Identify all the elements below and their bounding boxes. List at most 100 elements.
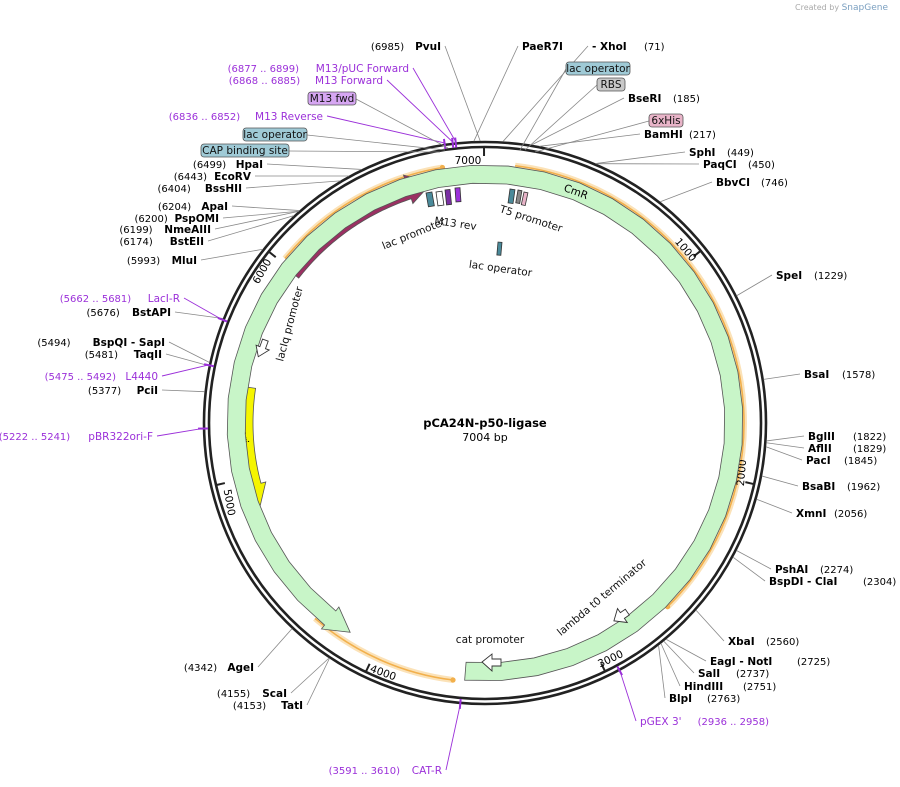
- enzyme-site[interactable]: ApaI(6204): [158, 201, 228, 213]
- enzyme-site[interactable]: XmnI(2056): [796, 508, 867, 520]
- enzyme-site[interactable]: TaqII(5481): [85, 349, 162, 361]
- enzyme-leader-line: [732, 556, 766, 582]
- snapgene-credit: Created by SnapGene: [795, 3, 888, 13]
- primer-site[interactable]: CAT-R(3591 .. 3610): [329, 765, 442, 777]
- enzyme-site[interactable]: HpaI(6499): [193, 159, 263, 171]
- feature-box[interactable]: CAP binding site: [200, 143, 290, 158]
- primer-leader-line: [161, 364, 209, 377]
- feature-box-bg: [307, 91, 357, 106]
- enzyme-site[interactable]: PaqCI(450): [703, 159, 775, 171]
- enzyme-name: ScaI: [262, 688, 287, 700]
- primer-site[interactable]: LacI-R(5662 .. 5681): [60, 293, 180, 305]
- enzyme-site[interactable]: PacI(1845): [806, 455, 877, 467]
- enzyme-leader-line: [231, 205, 300, 211]
- enzyme-site[interactable]: ScaI(4155): [217, 688, 287, 700]
- feature-leader-line: [306, 134, 446, 151]
- enzyme-leader-line: [502, 45, 589, 142]
- primer-site[interactable]: pGEX 3'(2936 .. 2958): [640, 716, 769, 728]
- primer-position: (6877 .. 6899): [228, 64, 300, 75]
- small-feature-layer: [255, 187, 630, 673]
- enzyme-site[interactable]: BamHI(217): [644, 129, 716, 141]
- enzyme-site[interactable]: BseRI(185): [628, 93, 700, 105]
- enzyme-leader-line: [595, 151, 686, 164]
- lac-operator-mark: [425, 191, 435, 208]
- inner-label-cat-promoter: cat promoter: [456, 634, 525, 646]
- tick-mark: [268, 251, 277, 258]
- enzyme-leader-line: [214, 211, 299, 230]
- feature-box[interactable]: 6xHis: [648, 113, 684, 128]
- tick-mark: [365, 663, 371, 672]
- primer-mark: [451, 137, 455, 148]
- primer-mark: [442, 138, 447, 149]
- enzyme-site[interactable]: PvuI(6985): [371, 41, 441, 53]
- feature-leader-line: [355, 98, 449, 149]
- enzyme-site[interactable]: BsaBI(1962): [802, 481, 880, 493]
- primer-name: M13/pUC Forward: [316, 63, 409, 75]
- primer-site[interactable]: L4440(5475 .. 5492): [45, 371, 158, 383]
- enzyme-leader-line: [736, 550, 772, 570]
- enzyme-site[interactable]: SpeI (1229): [776, 270, 847, 282]
- enzyme-site[interactable]: SalI(2737): [698, 668, 769, 680]
- enzyme-leader-line: [665, 638, 707, 662]
- enzyme-position: (5377): [88, 386, 121, 397]
- plasmid-name: pCA24N-p50-ligase: [423, 416, 547, 430]
- enzyme-site[interactable]: SphI(449): [689, 147, 754, 159]
- feature-box[interactable]: lac operator: [242, 127, 307, 142]
- enzyme-leader-line: [444, 45, 481, 142]
- enzyme-name: TaqII: [134, 349, 162, 361]
- enzyme-site[interactable]: BstEII(6174): [120, 236, 204, 248]
- enzyme-site[interactable]: BglII(1822): [808, 431, 886, 443]
- feature-box[interactable]: M13 fwd: [307, 91, 357, 106]
- enzyme-site[interactable]: PciI (5377): [88, 385, 158, 397]
- primer-leader-line: [386, 79, 453, 143]
- enzyme-position: (1822): [853, 432, 886, 443]
- tick-mark: [216, 482, 226, 486]
- primer-name: pGEX 3': [640, 716, 682, 728]
- enzyme-position: (1229): [814, 271, 847, 282]
- enzyme-name: ApaI: [201, 201, 228, 213]
- enzyme-name: PciI: [137, 385, 158, 397]
- enzyme-name: AflII: [808, 443, 832, 455]
- enzyme-site[interactable]: BstAPI(5676): [87, 307, 171, 319]
- tick-mark: [745, 481, 754, 485]
- enzyme-name: SpeI: [776, 270, 802, 282]
- enzyme-site[interactable]: PshAI(2274): [775, 564, 853, 576]
- enzyme-site[interactable]: MluI(5993): [127, 255, 197, 267]
- enzyme-site[interactable]: XbaI(2560): [728, 636, 799, 648]
- enzyme-site[interactable]: BlpI(2763): [669, 693, 740, 705]
- primer-site[interactable]: M13/pUC Forward (6877 .. 6899): [228, 63, 409, 75]
- primer-mark: [203, 363, 215, 368]
- enzyme-site[interactable]: NmeAIII(6199): [119, 224, 211, 236]
- feature-box[interactable]: RBS: [596, 77, 626, 92]
- enzyme-site[interactable]: AflII(1829): [808, 443, 886, 455]
- primer-site[interactable]: M13 Reverse(6836 .. 6852): [169, 111, 323, 123]
- enzyme-site[interactable]: HindIII(2751): [684, 681, 776, 693]
- enzyme-site[interactable]: BsaI(1578): [804, 369, 875, 381]
- feature-box-label: CAP binding site: [202, 145, 288, 157]
- enzyme-site[interactable]: EagI - NotI(2725): [710, 656, 830, 668]
- primer-name: pBR322ori-F: [88, 431, 153, 443]
- enzyme-position: (2056): [834, 509, 867, 520]
- enzyme-name: PspOMI: [174, 213, 219, 225]
- enzyme-site[interactable]: EcoRV(6443): [174, 171, 252, 183]
- primer-name: LacI-R: [148, 293, 180, 305]
- enzyme-site[interactable]: - XhoI(71): [592, 41, 665, 53]
- enzyme-site[interactable]: BssHII(6404): [158, 183, 242, 195]
- enzyme-site[interactable]: PaeR7I: [522, 41, 563, 53]
- enzyme-site[interactable]: PspOMI(6200): [135, 213, 219, 225]
- enzyme-leader-line: [473, 45, 519, 142]
- enzyme-site[interactable]: BbvCI(746): [716, 177, 788, 189]
- enzyme-site[interactable]: BspDI - ClaI(2304): [769, 576, 896, 588]
- enzyme-position: (2751): [743, 682, 776, 693]
- primer-site[interactable]: pBR322ori-F(5222 .. 5241): [0, 431, 153, 443]
- enzyme-site[interactable]: AgeI(4342): [184, 662, 254, 674]
- feature-box[interactable]: lac operator: [565, 61, 630, 76]
- primer-site[interactable]: M13 Forward(6868 .. 6885): [229, 75, 383, 87]
- enzyme-site[interactable]: TatI(4153): [233, 700, 303, 712]
- enzyme-site[interactable]: BspQI - SapI(5494): [37, 337, 165, 349]
- enzyme-name: BssHII: [205, 183, 242, 195]
- feature-box-label: 6xHis: [651, 115, 680, 127]
- enzyme-position: (217): [689, 130, 716, 141]
- enzyme-leader-line: [763, 373, 801, 380]
